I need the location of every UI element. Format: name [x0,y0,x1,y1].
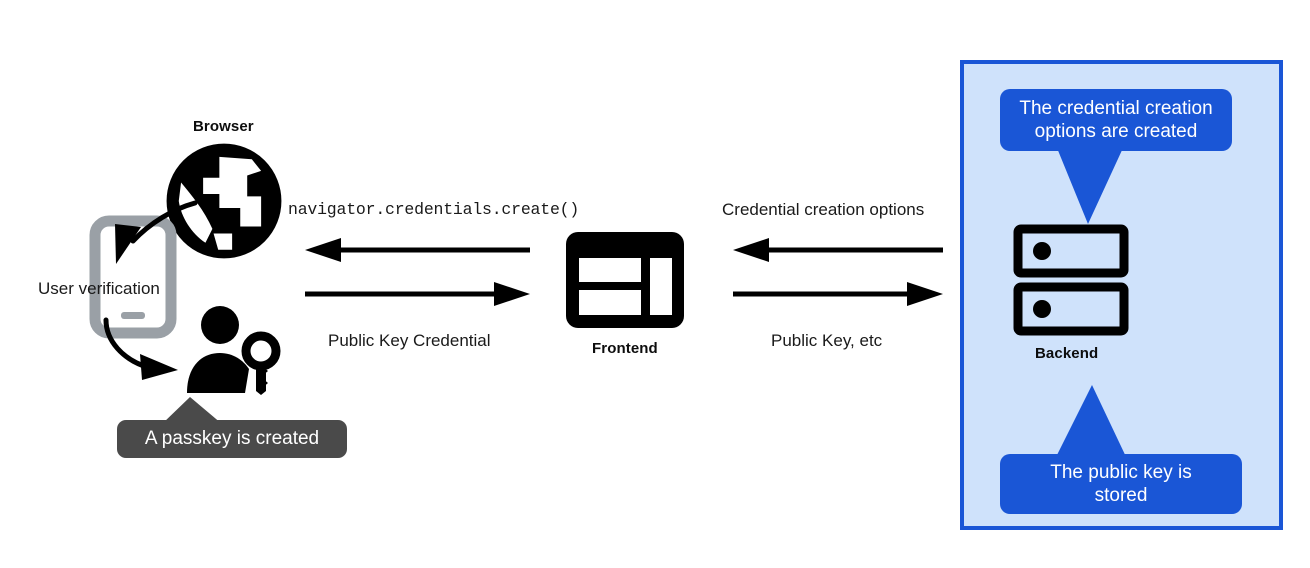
layout-window-icon [566,232,684,328]
browser-label: Browser [193,118,254,135]
callout-public-key-stored: The public key is stored [1000,454,1242,514]
flow-label-credential-creation-options: Credential creation options [722,200,925,219]
callout-credential-options: The credential creation options are crea… [1000,89,1232,151]
curved-arrow-device-to-user [103,317,178,380]
curved-arrow-browser-to-device [115,200,198,264]
callout-pointer-top [1057,148,1123,224]
globe-icon [166,143,282,259]
arrow-frontend-to-browser [305,238,530,262]
arrow-frontend-to-backend [733,282,943,306]
flow-label-public-key-etc: Public Key, etc [771,331,883,350]
flow-label-navigator-create: navigator.credentials.create() [288,200,580,219]
callout-public-key-stored-line2: stored [1094,485,1148,506]
backend-label: Backend [1035,345,1099,362]
callout-public-key-stored-line1: The public key is [1050,461,1192,483]
arrow-backend-to-frontend [733,238,943,262]
arrow-browser-to-frontend [305,282,530,306]
callout-pointer-bottom [1054,385,1128,461]
smartphone-icon [89,215,177,339]
user-verification-label: User verification [38,279,160,298]
frontend-label: Frontend [592,340,658,357]
callout-credential-options-line2: options are created [1034,121,1198,142]
callout-credential-options-line1: The credential creation [1019,97,1213,119]
callout-pointer-passkey [162,397,222,424]
person-with-key-icon [187,306,281,395]
flow-label-public-key-credential: Public Key Credential [328,331,491,350]
server-stack-icon [1013,224,1129,336]
callout-passkey-created: A passkey is created [117,420,347,458]
